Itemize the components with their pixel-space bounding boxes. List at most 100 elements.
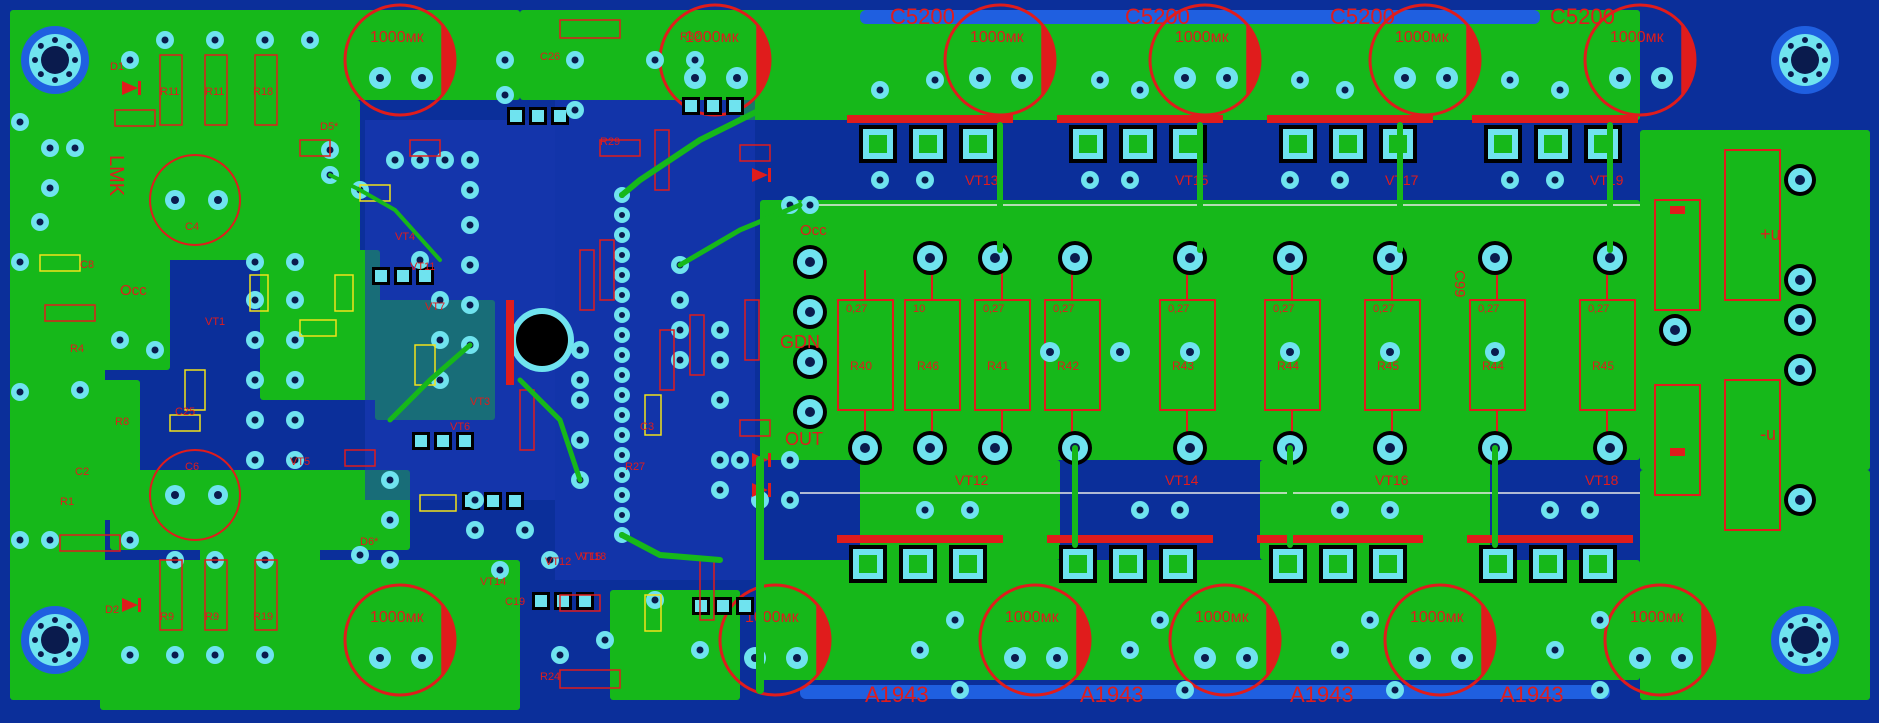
small-pad-hole <box>16 388 24 396</box>
capacitor-polarity <box>1466 23 1480 97</box>
lmk-label: LMK <box>105 155 127 197</box>
small-pad-hole <box>696 646 704 654</box>
small-pad-hole <box>501 91 509 99</box>
small-pad-hole <box>1596 686 1604 694</box>
small-pad-hole <box>466 301 474 309</box>
resistor-outline <box>254 54 278 126</box>
mounting-hole-via <box>37 622 44 629</box>
capacitor-outline <box>1383 583 1497 697</box>
capacitor-value-label: 1000мк <box>370 609 425 626</box>
power-pad-hole <box>1070 253 1080 263</box>
silk-ref-label: D2 <box>105 604 119 616</box>
small-pad-hole <box>214 196 222 204</box>
diode-band <box>1670 448 1685 456</box>
diode-cathode <box>138 81 141 95</box>
signal-trace-green <box>517 377 583 483</box>
small-transistor-pad <box>535 595 547 607</box>
small-pad-hole <box>1336 646 1344 654</box>
mounting-hole-via <box>52 657 58 663</box>
transistor-pad-core <box>869 135 887 153</box>
occ-label: Occ <box>800 222 827 239</box>
mounting-hole-via <box>1816 651 1823 658</box>
small-pad-hole <box>251 416 259 424</box>
small-pad-hole <box>251 336 259 344</box>
small-pad-hole <box>126 536 134 544</box>
resistor-ref: R40 <box>850 359 872 373</box>
mounting-hole-via <box>37 71 44 78</box>
small-pad-hole <box>386 556 394 564</box>
small-pad-hole <box>436 336 444 344</box>
mounting-hole-via <box>1782 57 1788 63</box>
small-pad-hole <box>1156 616 1164 624</box>
resistor-value: 0,27 <box>1373 303 1394 315</box>
power-pad-hole <box>1385 253 1395 263</box>
small-pad-hole <box>251 376 259 384</box>
small-transistor-pad <box>729 100 741 112</box>
small-pad-hole <box>806 201 814 209</box>
resistor-ref: R41 <box>987 359 1009 373</box>
mounting-hole-via <box>1816 622 1823 629</box>
heatsink-tab-line <box>506 300 514 385</box>
power-pad-hole <box>805 307 815 317</box>
small-transistor-pad <box>459 435 471 447</box>
capacitor-pad-hole <box>976 74 984 82</box>
capacitor-pad-hole <box>691 74 699 82</box>
small-pad-hole <box>1126 646 1134 654</box>
small-pad-hole <box>1386 348 1394 356</box>
transistor-pad-core <box>1169 555 1187 573</box>
fuse-holder <box>1724 379 1781 531</box>
small-transistor-pad <box>557 595 569 607</box>
silk-ref-label: C26 <box>540 51 560 63</box>
capacitor-pad-hole <box>1416 654 1424 662</box>
small-transistor-pad <box>695 600 707 612</box>
small-pad-hole <box>466 186 474 194</box>
small-transistor-pad <box>579 595 591 607</box>
c99-label: C99 <box>1451 270 1468 298</box>
small-pad-hole <box>46 144 54 152</box>
resistor-value: 0,27 <box>1168 303 1189 315</box>
small-pad-hole <box>16 536 24 544</box>
small-pad-hole <box>546 556 554 564</box>
small-pad-hole <box>46 184 54 192</box>
small-pad-hole <box>261 36 269 44</box>
capacitor-value-label: 1000мк <box>1395 29 1450 46</box>
capacitor-outline <box>718 583 832 697</box>
small-transistor-pad <box>509 495 521 507</box>
resistor-outline <box>659 329 675 391</box>
resistor-value: 0,27 <box>1588 303 1609 315</box>
small-pad-hole <box>46 536 54 544</box>
transistor-ref-label: VT16 <box>1375 472 1409 488</box>
capacitor-pad-hole <box>1616 74 1624 82</box>
capacitor-value-label: 1000мк <box>1610 29 1665 46</box>
capacitor-outline <box>343 583 457 697</box>
capacitor-outline <box>1583 3 1697 117</box>
ic-pad-hole <box>619 392 625 398</box>
power-pad-hole <box>1605 443 1615 453</box>
resistor-value: 0,27 <box>1273 303 1294 315</box>
silk-ref-label: VT15 <box>575 551 601 563</box>
silk-ref-label: D6* <box>360 536 379 548</box>
power-pad-hole <box>925 443 935 453</box>
transistor-ref-label: VT13 <box>965 172 999 188</box>
capacitor-polarity <box>1481 603 1495 677</box>
mounting-hole-via <box>72 57 78 63</box>
transistor-pad-core <box>1544 135 1562 153</box>
silk-ref-label: C4 <box>185 221 199 233</box>
capacitor-c4 <box>149 154 241 246</box>
small-pad-hole <box>651 596 659 604</box>
mounting-hole-via <box>66 71 73 78</box>
transistor-part-label: C5200 <box>890 4 955 29</box>
small-pad-hole <box>931 76 939 84</box>
silk-ref-label: R29 <box>600 136 620 148</box>
resistor-value: 0,27 <box>983 303 1004 315</box>
diode-cathode <box>138 598 141 612</box>
small-pad-hole <box>1341 86 1349 94</box>
terminal-pad-hole <box>1795 365 1805 375</box>
transistor-tab-line <box>847 115 1013 123</box>
fuse-holder <box>1724 149 1781 301</box>
diode-cathode <box>768 483 771 497</box>
resistor-outline <box>299 139 331 157</box>
small-pad-hole <box>291 296 299 304</box>
capacitor-pad-hole <box>733 74 741 82</box>
small-pad-hole <box>291 456 299 464</box>
